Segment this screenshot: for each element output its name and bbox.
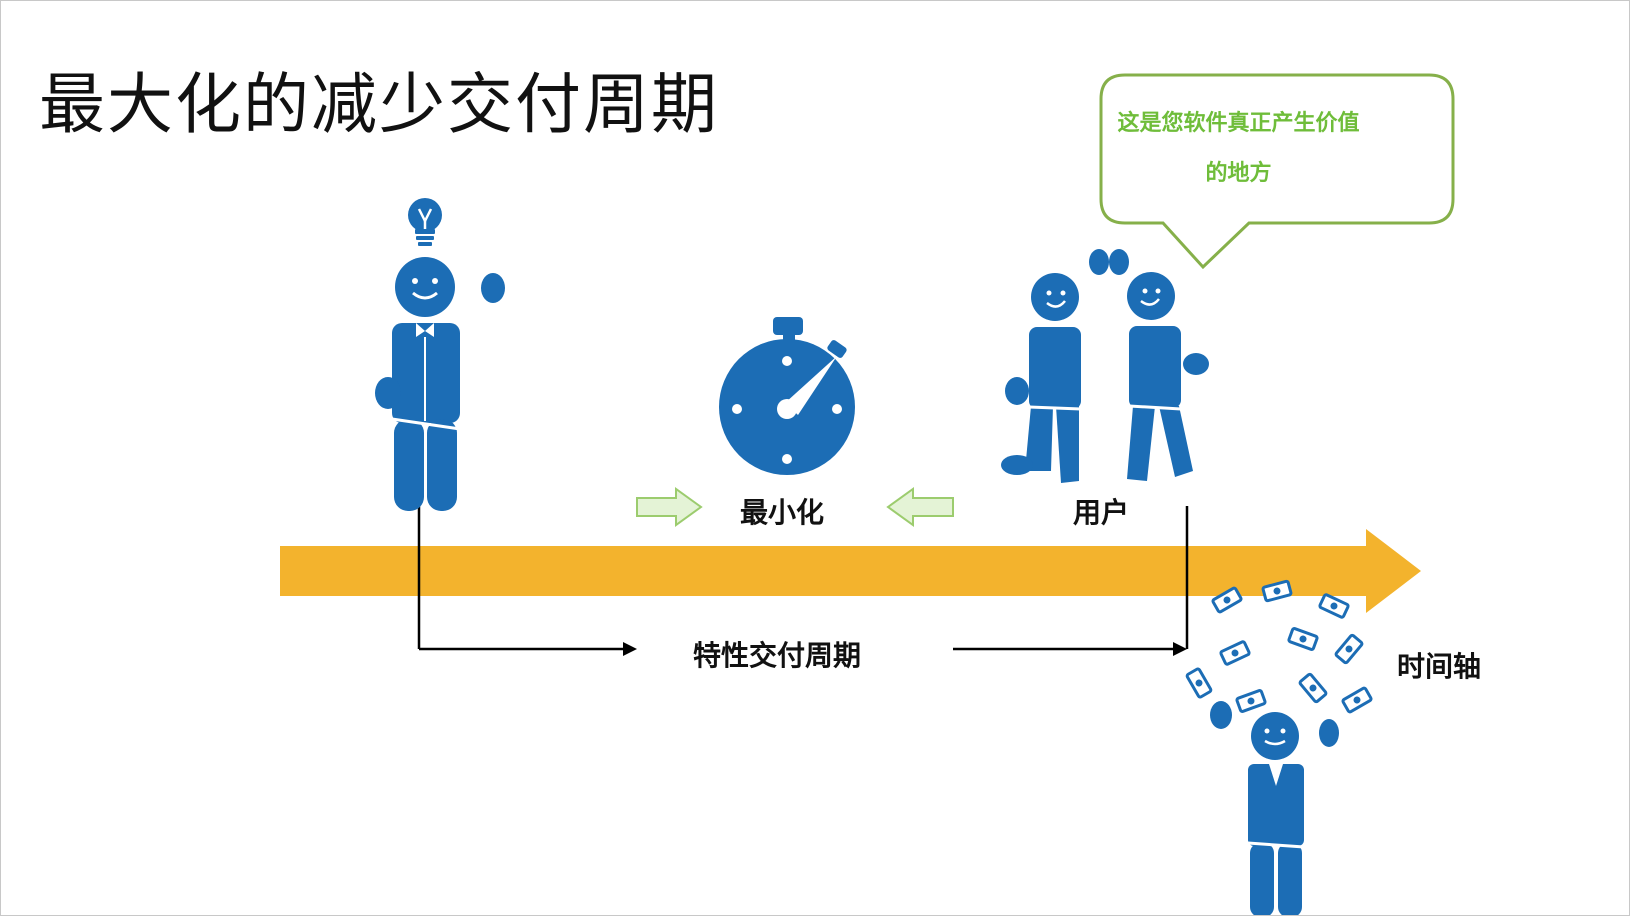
callout-bubble [1099,73,1455,270]
callout-line-2: 的地方 [1205,161,1272,186]
users-figure-left [1001,273,1082,483]
callout-line-1: 这是您软件真正产生价值 [1117,111,1360,136]
timeline-label: 时间轴 [1397,650,1482,683]
cycle-arrowhead-left [623,642,637,656]
slide-title: 最大化的减少交付周期 [39,66,719,143]
stopwatch-icon [719,317,855,475]
minimize-label: 最小化 [740,496,825,529]
cycle-bracket [417,506,1189,651]
money-icon [1184,579,1374,715]
arrow-right-hint [636,487,703,527]
value-person-figure [1210,701,1339,915]
timeline-arrow [280,529,1421,613]
lightbulb-icon [408,198,442,246]
cycle-label: 特性交付周期 [693,639,862,672]
cycle-arrowhead-right [1173,642,1187,656]
idea-person-figure [375,198,505,511]
users-figure-right [1089,249,1209,481]
arrow-left-hint [886,487,954,527]
users-label: 用户 [1073,496,1130,529]
